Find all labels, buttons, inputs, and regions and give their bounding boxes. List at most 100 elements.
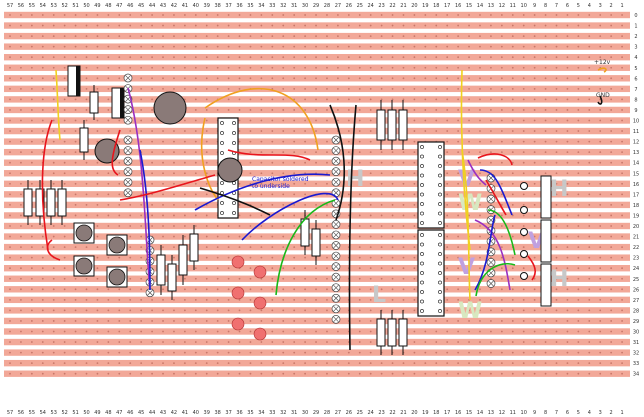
strip-hole: [326, 66, 328, 69]
strip-hole: [162, 372, 164, 375]
strip-hole: [599, 288, 602, 291]
column-label: 6: [566, 3, 569, 9]
strip-hole: [424, 77, 427, 80]
strip-hole: [446, 204, 449, 206]
strip-hole: [194, 151, 197, 154]
strip-hole: [151, 193, 153, 196]
strip-hole: [326, 172, 328, 175]
copper-strip: [4, 296, 630, 304]
strip-hole: [621, 267, 623, 270]
strip-hole: [293, 214, 296, 217]
strip-hole: [52, 351, 55, 354]
strip-hole: [293, 256, 296, 259]
strip-hole: [413, 320, 416, 322]
strip-hole: [260, 256, 263, 259]
strip-hole: [391, 35, 394, 37]
strip-hole: [260, 288, 263, 291]
strip-hole: [183, 98, 186, 101]
strip-hole: [9, 288, 11, 291]
strip-hole: [118, 320, 121, 322]
strip-hole: [479, 351, 481, 354]
ic-pin: [420, 261, 424, 266]
strip-hole: [260, 45, 263, 48]
strip-hole: [293, 204, 296, 206]
wire: [527, 255, 537, 281]
strip-hole: [129, 130, 132, 132]
strip-hole: [293, 130, 296, 132]
strip-hole: [533, 14, 536, 16]
column-label: 5: [577, 3, 580, 9]
strip-hole: [227, 277, 230, 280]
header-connector: [540, 263, 552, 307]
strip-hole: [315, 77, 317, 80]
strip-hole: [293, 56, 296, 59]
strip-hole: [337, 119, 339, 122]
strip-hole: [555, 87, 558, 90]
strip-hole: [194, 140, 197, 143]
strip-hole: [162, 341, 164, 343]
strip-hole: [555, 309, 558, 312]
strip-hole: [358, 235, 361, 238]
supply-label-12v: +12v: [594, 59, 611, 66]
strip-hole: [52, 225, 55, 227]
strip-hole: [588, 14, 591, 16]
strip-hole: [74, 288, 77, 291]
strip-hole: [249, 362, 252, 365]
strip-hole: [555, 235, 558, 238]
strip-hole: [522, 309, 525, 312]
column-label: 54: [40, 3, 46, 9]
strip-hole: [391, 235, 394, 238]
strip-hole: [151, 161, 153, 164]
strip-hole: [369, 35, 372, 37]
strip-hole: [9, 235, 11, 238]
strip-hole: [369, 204, 372, 206]
strip-hole: [479, 204, 481, 206]
strip-hole: [304, 119, 307, 122]
strip-hole: [52, 119, 55, 122]
led: [253, 327, 267, 341]
strip-hole: [118, 362, 121, 365]
strip-hole: [358, 193, 361, 196]
strip-hole: [369, 182, 372, 185]
strip-hole: [555, 298, 558, 301]
column-label: 19: [422, 3, 428, 9]
strip-hole: [173, 161, 175, 164]
strip-hole: [588, 309, 591, 312]
strip-hole: [140, 341, 143, 343]
strip-hole: [9, 77, 11, 80]
strip-hole: [293, 193, 296, 196]
strip-hole: [457, 362, 460, 365]
strip-hole: [129, 214, 132, 217]
strip-hole: [205, 193, 208, 196]
strip-hole: [380, 98, 383, 101]
strip-hole: [304, 161, 307, 164]
strip-hole: [621, 24, 623, 27]
resistor-body: [387, 318, 397, 347]
strip-hole: [358, 56, 361, 59]
strip-hole: [304, 66, 307, 69]
strip-hole: [30, 256, 33, 259]
strip-hole: [304, 362, 307, 365]
strip-hole: [52, 66, 55, 69]
strip-hole: [20, 119, 22, 122]
strip-hole: [173, 56, 175, 59]
strip-hole: [293, 119, 296, 122]
strip-hole: [522, 225, 525, 227]
strip-hole: [238, 362, 241, 365]
strip-hole: [588, 24, 591, 27]
strip-hole: [446, 214, 449, 217]
strip-hole: [151, 119, 153, 122]
strip-hole: [63, 351, 66, 354]
strip-hole: [20, 214, 22, 217]
strip-hole: [129, 267, 132, 270]
column-label: 14: [477, 410, 483, 416]
strip-hole: [249, 130, 252, 132]
strip-hole: [599, 351, 602, 354]
column-label: 17: [444, 3, 450, 9]
strip-hole: [96, 246, 99, 249]
strip-hole: [20, 372, 22, 375]
strip-hole: [413, 362, 416, 365]
button: [75, 257, 93, 275]
strip-hole: [260, 351, 263, 354]
strip-hole: [468, 204, 470, 206]
